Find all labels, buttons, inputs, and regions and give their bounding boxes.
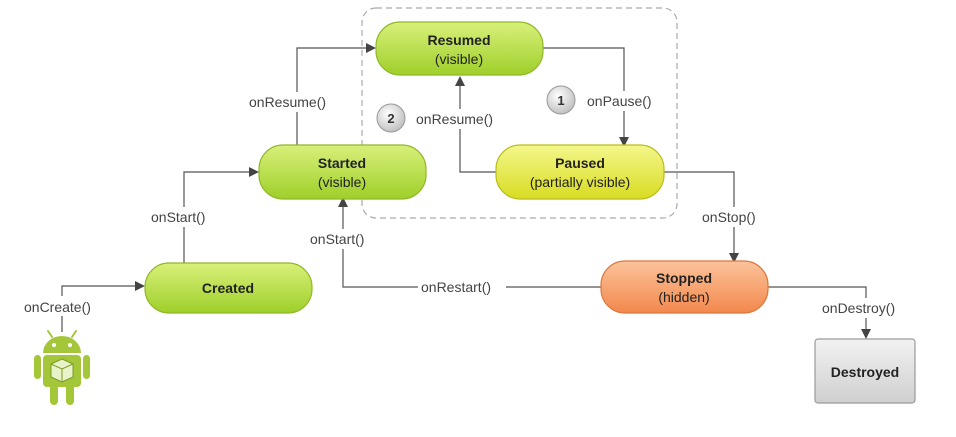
state-created: Created [144, 262, 313, 314]
edge-onstart-created [183, 167, 259, 263]
label-onrestart: onRestart() [421, 279, 491, 295]
edge-onstop [664, 171, 739, 263]
state-resumed-subtitle: (visible) [435, 51, 483, 67]
state-paused-title: Paused [555, 155, 605, 171]
badge-1: 1 [546, 85, 576, 115]
label-ondestroy: onDestroy() [822, 300, 895, 316]
state-paused: Paused (partially visible) [495, 144, 665, 200]
label-onstart-created: onStart() [151, 209, 205, 225]
label-onstop: onStop() [702, 209, 756, 225]
state-stopped-title: Stopped [656, 270, 712, 286]
badge-2: 2 [376, 103, 406, 133]
svg-text:2: 2 [387, 111, 394, 126]
state-stopped: Stopped (hidden) [600, 260, 769, 314]
edge-onresume-started [296, 43, 376, 145]
state-created-title: Created [202, 280, 254, 296]
state-destroyed: Destroyed [814, 338, 916, 404]
state-destroyed-title: Destroyed [831, 364, 899, 380]
label-oncreate: onCreate() [24, 299, 91, 315]
edge-onpause [543, 47, 629, 147]
state-resumed: Resumed (visible) [375, 21, 544, 76]
state-stopped-subtitle: (hidden) [658, 289, 709, 305]
label-onpause: onPause() [587, 93, 652, 109]
state-started: Started (visible) [258, 144, 427, 200]
android-robot-icon [34, 330, 90, 405]
state-started-title: Started [318, 155, 366, 171]
label-onresume-paused: onResume() [416, 111, 493, 127]
edge-onrestart [338, 197, 601, 288]
edge-oncreate [61, 281, 145, 332]
label-onresume-started: onResume() [249, 94, 326, 110]
state-resumed-title: Resumed [427, 32, 490, 48]
state-started-subtitle: (visible) [318, 174, 366, 190]
state-paused-subtitle: (partially visible) [530, 174, 630, 190]
edge-ondestroy [768, 286, 871, 339]
foreground-region [361, 7, 678, 219]
svg-text:1: 1 [557, 93, 564, 108]
label-onstart-restart: onStart() [310, 231, 364, 247]
